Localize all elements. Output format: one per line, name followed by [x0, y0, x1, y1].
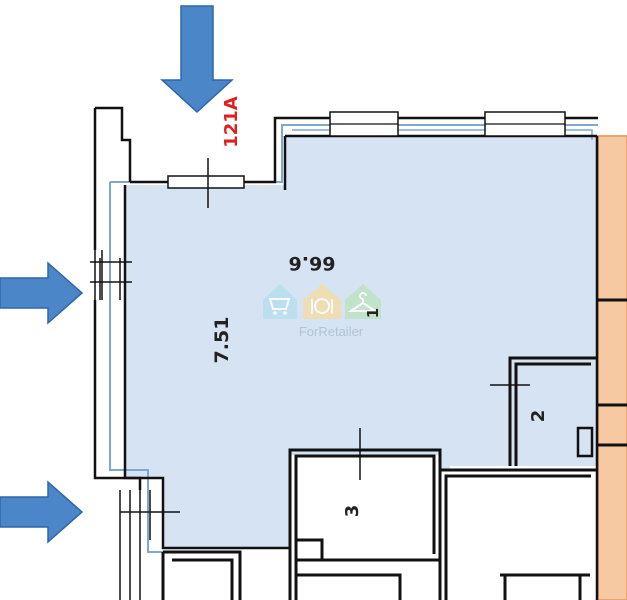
hanger-icon	[345, 284, 381, 319]
lower-rooms	[161, 468, 597, 600]
arrow-down-icon	[160, 5, 234, 114]
dining-icon	[303, 284, 341, 319]
arrow-right-icon	[0, 480, 84, 544]
grid-ticks	[90, 158, 530, 540]
area-label: 66.6	[289, 252, 336, 274]
walls	[93, 106, 599, 600]
room-label-2: 2	[528, 410, 549, 423]
main-room	[125, 136, 597, 548]
watermark-text: ForRetailer	[299, 324, 364, 339]
unit-id-label: 121A	[221, 96, 242, 148]
room-3	[288, 448, 442, 600]
adjacent-unit	[597, 135, 627, 600]
arrow-right-icon	[0, 261, 84, 325]
room-label-3: 3	[342, 505, 363, 518]
room-2	[508, 356, 597, 466]
shopping-cart-icon	[263, 284, 297, 319]
room-label-1: 1	[364, 308, 382, 318]
watermark-logo: ForRetailer	[263, 284, 381, 339]
dimension-label: 7.51	[211, 317, 233, 364]
